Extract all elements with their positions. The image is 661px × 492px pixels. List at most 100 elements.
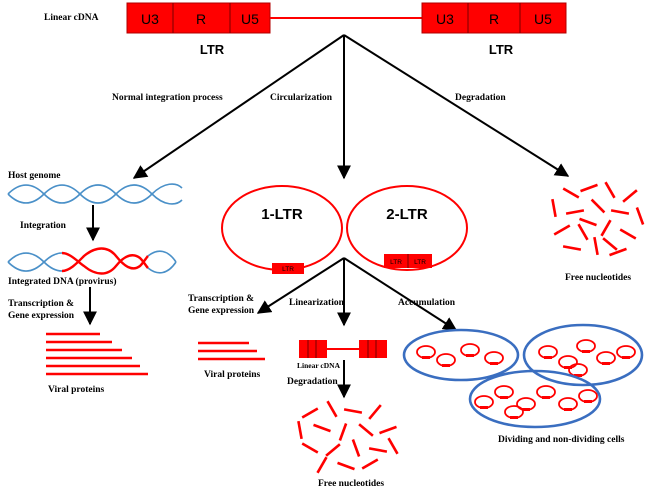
left-ltr-r: R [196, 11, 206, 27]
circular-dna-ltr [522, 408, 530, 411]
cells-label: Dividing and non-dividing cells [498, 435, 625, 445]
nucleotide-fragment [580, 183, 598, 193]
two-ltr-label: 2-LTR [386, 206, 428, 223]
nucleotide-fragment [313, 423, 331, 433]
nucleotide-fragment [610, 209, 630, 215]
left-ltr: U3 R U5 [126, 2, 271, 34]
circular-dna-ltr [480, 406, 488, 409]
nucleotide-fragment [358, 423, 374, 437]
nucleotide-fragment [590, 198, 606, 214]
nucleotide-fragment [379, 425, 397, 435]
nucleotide-fragment [387, 437, 399, 455]
left-ltr-caption: LTR [200, 42, 225, 57]
one-ltr-circle: LTR 1-LTR [221, 185, 343, 274]
circle-transcription-label-line1: Transcription & [188, 294, 254, 304]
provirus-helix [7, 247, 177, 275]
cell [468, 369, 602, 429]
free-nucleotides-label-top: Free nucleotides [565, 273, 631, 283]
integration-branch-label: Normal integration process [112, 93, 223, 103]
nucleotide-fragment [325, 443, 341, 457]
free-nucleotides-fragments-top [551, 181, 645, 257]
small-linear-cdna [299, 340, 387, 358]
circular-dna-ltr [490, 362, 498, 365]
circular-dna-ltr [442, 364, 450, 367]
right-ltr-caption: LTR [489, 42, 514, 57]
nucleotide-fragment [301, 407, 319, 419]
circular-dna-ltr [622, 356, 630, 359]
circular-dna-ltr [542, 396, 550, 399]
circular-dna-ltr [466, 354, 474, 357]
right-ltr-r: R [489, 11, 499, 27]
nucleotide-fragment [368, 447, 388, 453]
integration-arrow [132, 34, 345, 179]
nucleotide-fragment [602, 237, 618, 251]
circular-dna-ltr [510, 416, 518, 419]
cell [402, 328, 520, 382]
left-ltr-u3: U3 [141, 11, 159, 27]
cell [522, 323, 644, 387]
nucleotide-fragment [343, 408, 363, 414]
viral-proteins-label-left: Viral proteins [48, 385, 105, 395]
nucleotide-fragment [551, 198, 557, 218]
one-ltr-box-label: LTR [282, 266, 294, 273]
transcription-label-line1: Transcription & [8, 299, 74, 309]
nucleotide-fragment [361, 458, 379, 470]
integrated-dna-label: Integrated DNA (provirus) [8, 276, 117, 287]
nucleotide-fragment [338, 423, 348, 441]
circular-dna-ltr [544, 356, 552, 359]
circular-dna-ltr [500, 396, 508, 399]
circle-transcription-label-line2: Gene expression [188, 306, 255, 316]
nucleotide-fragment [301, 442, 319, 454]
right-ltr-u3: U3 [436, 11, 454, 27]
right-ltr-u5: U5 [534, 11, 552, 27]
nucleotide-fragment [316, 456, 328, 474]
nucleotide-fragment [562, 187, 580, 199]
nucleotide-fragment [326, 400, 338, 418]
circle-transcription-arrow [256, 257, 345, 314]
host-genome-label: Host genome [8, 171, 61, 181]
two-ltr-circle: LTR LTR 2-LTR [346, 185, 468, 271]
circular-dna-ltr [564, 408, 572, 411]
center-degradation-label: Degradation [287, 377, 338, 387]
viral-proteins-lines-left [46, 332, 148, 376]
free-nucleotides-label-bottom: Free nucleotides [318, 479, 384, 489]
circular-dna-ltr [564, 366, 572, 369]
accumulation-label: Accumulation [398, 298, 456, 308]
two-ltr-box-label-a: LTR [390, 259, 402, 266]
integration-step-label: Integration [20, 221, 67, 231]
host-genome-helix [7, 183, 183, 205]
cells-group [402, 323, 644, 429]
circular-dna-ltr [582, 350, 590, 353]
two-ltr-box-label-b: LTR [414, 259, 426, 266]
accumulation-arrow [343, 257, 458, 331]
viral-proteins-lines-center [198, 341, 265, 361]
nucleotide-fragment [622, 189, 638, 203]
nucleotide-fragment [351, 439, 361, 457]
small-linear-cdna-label: Linear cDNA [297, 361, 341, 370]
circular-dna-ltr [422, 356, 430, 359]
nucleotide-fragment [609, 247, 627, 257]
linearization-label: Linearization [289, 298, 345, 308]
nucleotide-fragment [297, 420, 303, 440]
nucleotide-fragment [577, 223, 589, 241]
transcription-label-line2: Gene expression [8, 311, 75, 321]
nucleotide-fragment [579, 217, 597, 227]
degradation-arrow [343, 34, 570, 177]
viral-proteins-label-center: Viral proteins [204, 370, 261, 380]
nucleotide-fragment [565, 209, 585, 215]
one-ltr-label: 1-LTR [261, 206, 303, 223]
nucleotide-fragment [604, 181, 616, 199]
circularization-branch-label: Circularization [270, 93, 333, 103]
nucleotide-fragment [635, 207, 645, 225]
nucleotide-fragment [562, 245, 582, 251]
circular-dna-ltr [584, 400, 592, 403]
nucleotide-fragment [553, 224, 571, 236]
nucleotide-fragment [337, 461, 355, 471]
nucleotide-fragment [619, 228, 637, 240]
left-ltr-u5: U5 [241, 11, 259, 27]
free-nucleotides-fragments-bottom [297, 400, 399, 474]
nucleotide-fragment [600, 219, 612, 237]
degradation-branch-label: Degradation [455, 93, 506, 103]
